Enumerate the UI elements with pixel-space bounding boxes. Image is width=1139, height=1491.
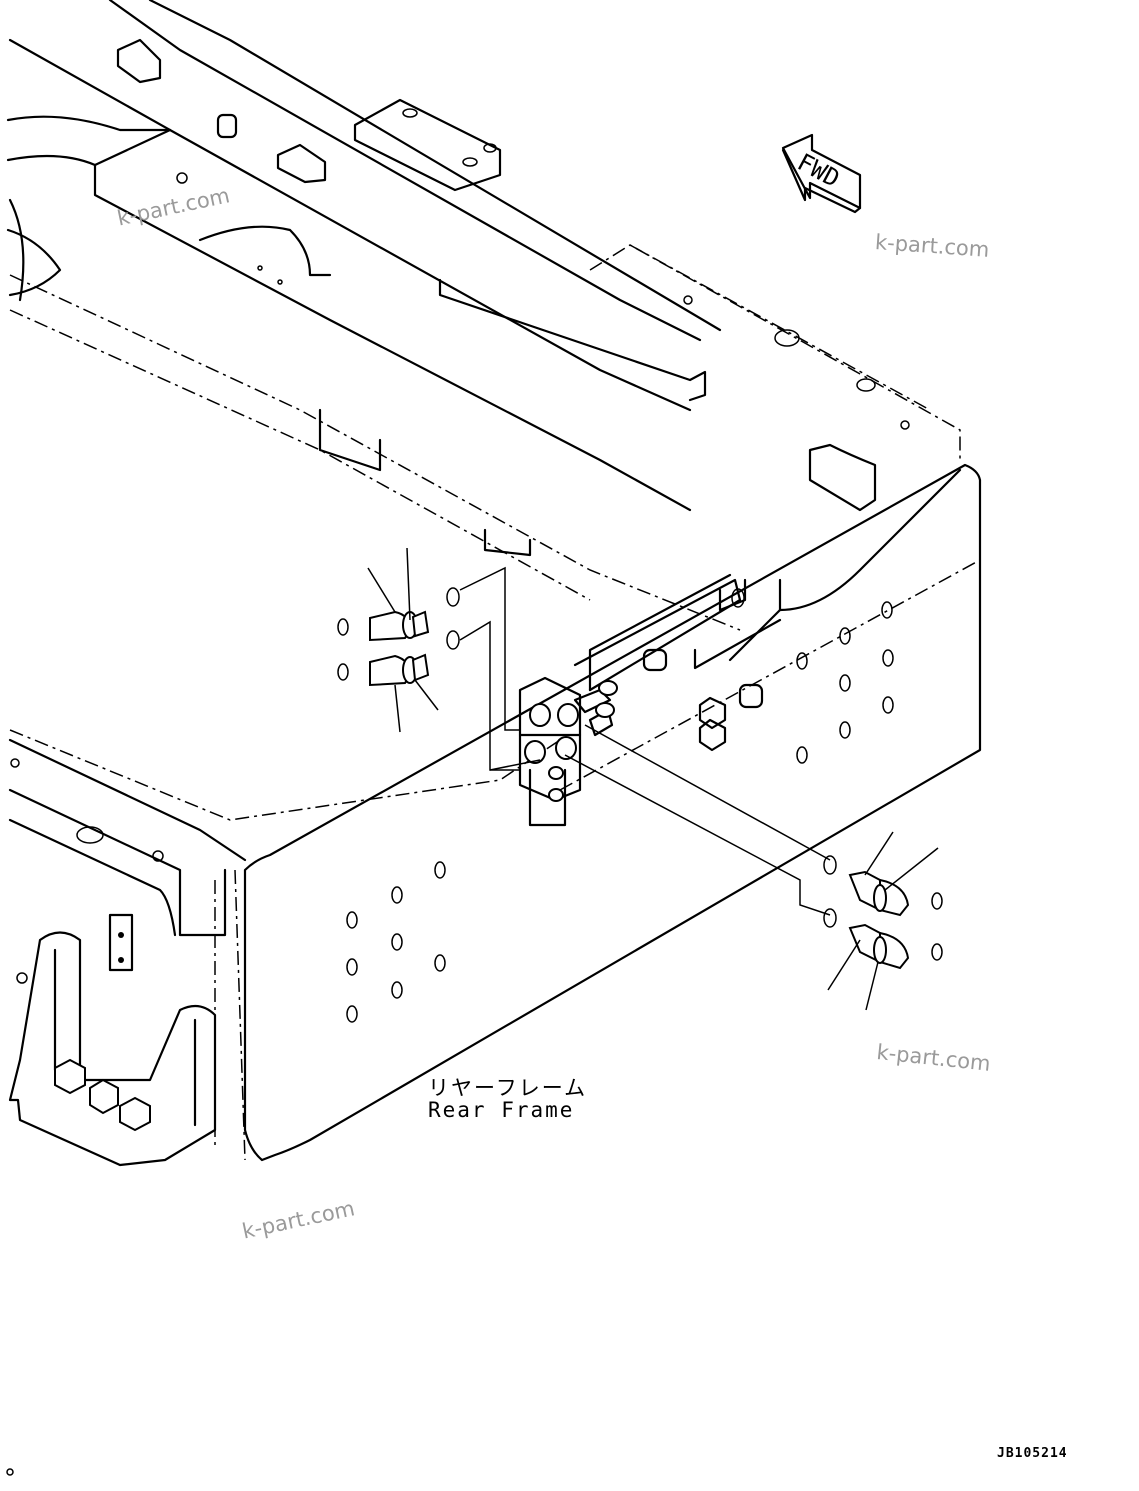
rear-crossmember-top [589, 244, 961, 512]
left-elbow-fittings [337, 547, 460, 733]
part-label-english: Rear Frame [428, 1098, 575, 1122]
drawing-code: JB105214 [997, 1446, 1068, 1461]
valve-block-assembly [518, 573, 764, 827]
part-label-japanese: リヤーフレーム [428, 1076, 588, 1100]
rear-frame-plate [243, 463, 982, 1162]
hose-routing [459, 559, 981, 916]
right-elbow-fittings [823, 831, 943, 1011]
upper-frame-rail [6, 0, 741, 631]
fwd-direction-arrow [781, 133, 862, 214]
